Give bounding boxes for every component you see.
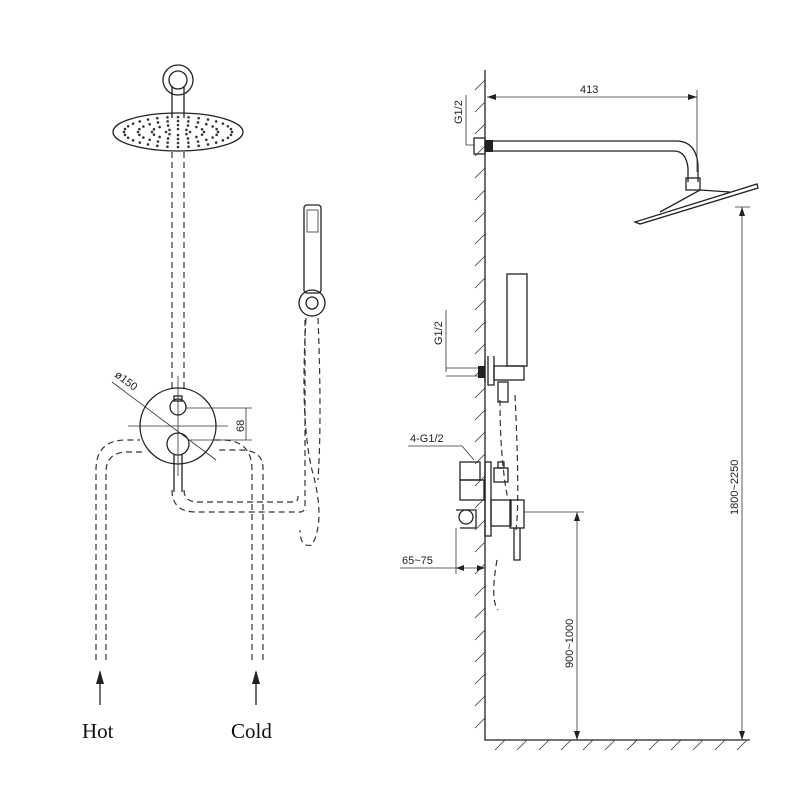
shower-arm (473, 137, 759, 225)
diameter-label: ø150 (112, 369, 139, 394)
mixer-valve (128, 376, 228, 492)
valve-height-label: 900~1000 (564, 619, 576, 668)
cold-arrow (252, 670, 260, 705)
hose-side (493, 394, 519, 611)
arm-length-dimension: 413 (487, 84, 698, 172)
hose (299, 317, 321, 547)
head-height-dimension: 1800~2250 (729, 206, 750, 740)
hot-label: Hot (82, 719, 114, 743)
arm-length-label: 413 (580, 84, 598, 96)
valve-thread-label: 4-G1/2 (410, 433, 444, 445)
cold-pipe (214, 439, 264, 660)
wall-flange (162, 64, 194, 118)
depth-dimension: 65~75 (400, 528, 485, 574)
cold-label: Cold (231, 719, 272, 743)
valve-height-dimension: 900~1000 (524, 511, 584, 740)
offset-dimension: 68 (186, 407, 252, 441)
front-view: ø150 68 Hot Cold (82, 64, 326, 743)
wall (484, 70, 750, 741)
side-view: 413 G1/2 G1/2 4-G1/2 (400, 70, 759, 751)
outlet-pipe (171, 320, 306, 513)
diameter-dimension: ø150 (111, 369, 217, 461)
rain-shower-head (112, 112, 244, 152)
depth-label: 65~75 (402, 555, 433, 567)
offset-label: 68 (235, 420, 247, 432)
top-thread-label: G1/2 (453, 100, 465, 124)
head-height-label: 1800~2250 (729, 460, 741, 515)
valve-side (456, 461, 525, 561)
hot-arrow (96, 670, 104, 705)
wall-hatching (474, 79, 748, 751)
hand-thread-label: G1/2 (433, 321, 445, 345)
hand-shower-side (446, 273, 528, 403)
hot-pipe (95, 439, 142, 660)
riser-pipe (171, 152, 185, 392)
hand-shower (298, 204, 326, 317)
